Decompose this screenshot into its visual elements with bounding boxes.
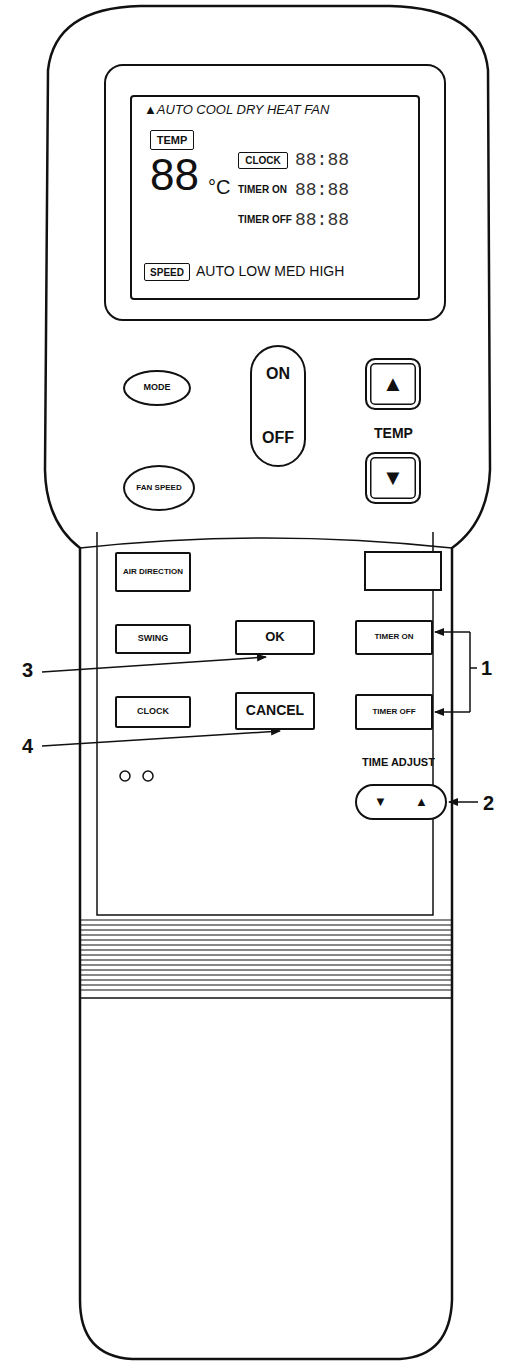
button-text: ON xyxy=(266,365,290,383)
mode-button: MODE xyxy=(123,370,191,406)
cancel-button: CANCEL xyxy=(235,692,315,730)
temp-up-button: ▲ xyxy=(365,358,421,410)
cover-edge xyxy=(80,997,452,999)
button-text: OK xyxy=(265,630,285,644)
leader-line xyxy=(435,711,470,713)
button-text: CLOCK xyxy=(245,155,281,166)
indicator-hole xyxy=(143,771,153,781)
callout-number: 1 xyxy=(481,658,492,678)
button-text: ▲ xyxy=(415,795,428,809)
button-caption: TEMP xyxy=(374,426,413,440)
swing-button: SWING xyxy=(115,624,191,654)
leader-line xyxy=(435,631,470,633)
grip-line xyxy=(81,945,451,946)
timer-off-button: TIMER OFF xyxy=(355,694,433,730)
leader-line xyxy=(42,657,266,672)
button-text: SWING xyxy=(138,634,169,644)
button-text: MODE xyxy=(144,383,171,393)
lcd-temp-digits: 88 xyxy=(150,153,199,197)
grip-line xyxy=(81,960,451,961)
grip-line xyxy=(81,965,451,966)
leader-line xyxy=(42,731,280,746)
button-text: CLOCK xyxy=(137,707,169,717)
grip-line xyxy=(81,940,451,941)
button-text: ▼ xyxy=(374,795,387,809)
timer-on-button: TIMER ON xyxy=(355,620,433,655)
air-direction-button: AIR DIRECTION xyxy=(115,552,191,592)
lcd-timer-label: TIMER ON xyxy=(238,185,287,195)
ok-button: OK xyxy=(235,620,315,655)
clock-button: CLOCK xyxy=(115,696,191,728)
callout-number: 3 xyxy=(22,660,33,680)
callout-bracket xyxy=(470,632,477,712)
blank-button xyxy=(365,552,441,590)
grip-line xyxy=(81,930,451,931)
grip-line xyxy=(81,955,451,956)
button-text: OFF xyxy=(262,429,294,447)
grip-line xyxy=(81,975,451,976)
grip-band xyxy=(81,920,451,990)
button-text: TIMER OFF xyxy=(372,708,415,717)
lcd-timer-digits: 88:88 xyxy=(295,181,349,199)
button-text: AIR DIRECTION xyxy=(123,568,183,577)
lcd-tag: SPEED xyxy=(144,263,190,281)
callout-number: 2 xyxy=(483,793,494,813)
time-adjust-button: ▼▲ xyxy=(355,784,447,820)
group-caption: TIME ADJUST xyxy=(362,757,435,768)
grip-line xyxy=(81,970,451,971)
lcd-tag: CLOCK xyxy=(238,152,288,169)
button-text: TIMER ON xyxy=(374,633,413,642)
grip-line xyxy=(81,950,451,951)
lcd-timer-label: TIMER OFF xyxy=(238,215,292,225)
button-text: ▼ xyxy=(382,466,404,490)
lcd-mode-text: ▲AUTO COOL DRY HEAT FAN xyxy=(144,103,329,116)
grip-line xyxy=(81,980,451,981)
indicator-hole xyxy=(120,771,130,781)
grip-line xyxy=(81,925,451,926)
grip-line xyxy=(81,985,451,986)
callout-number: 4 xyxy=(22,736,33,756)
grip-line xyxy=(81,920,451,921)
power-button: ON OFF xyxy=(250,345,306,467)
button-text: CANCEL xyxy=(246,703,304,718)
head-edge xyxy=(80,538,452,548)
fan-speed-button: FAN SPEED xyxy=(123,465,195,511)
remote-housing xyxy=(45,6,490,1359)
grip-line xyxy=(81,990,451,991)
button-text: ▲ xyxy=(382,372,404,396)
temp-down-button: ▼ xyxy=(365,452,421,504)
lcd-timer-digits: 88:88 xyxy=(295,211,349,229)
lcd-speed-text: AUTO LOW MED HIGH xyxy=(196,264,344,278)
button-text: SPEED xyxy=(150,267,184,278)
lcd-unit: °C xyxy=(208,177,230,197)
grip-line xyxy=(81,935,451,936)
button-text: FAN SPEED xyxy=(136,484,181,493)
leader-line xyxy=(449,801,478,803)
lcd-clock-digits: 88:88 xyxy=(295,151,349,169)
lcd-frame xyxy=(105,65,445,320)
button-text: TEMP xyxy=(157,134,188,146)
lcd-screen: ▲AUTO COOL DRY HEAT FAN88°C88:88TIMER ON… xyxy=(130,95,420,300)
lcd-tag: TEMP xyxy=(150,130,194,150)
